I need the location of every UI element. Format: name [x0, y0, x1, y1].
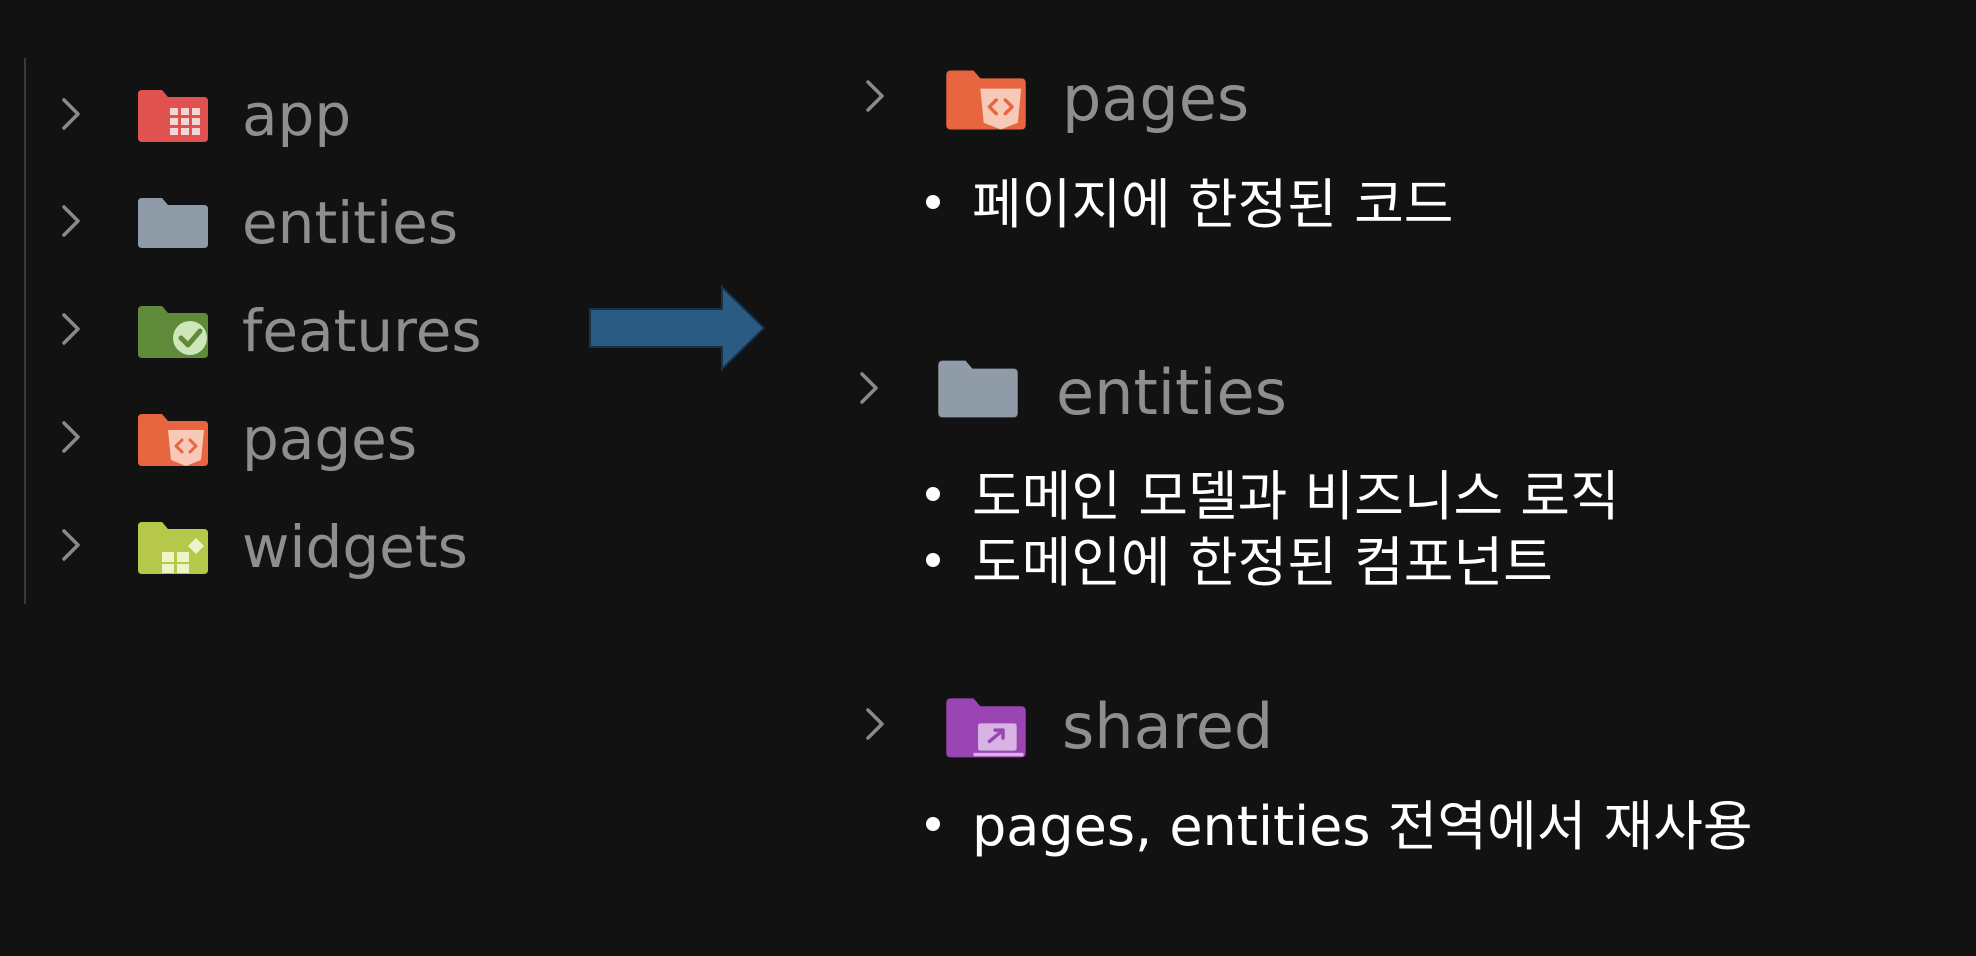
tree-item-features[interactable]: [60, 289, 82, 369]
folder-icon: [936, 358, 1020, 420]
tree-item-label: entities: [242, 189, 459, 257]
list-item: 도메인에 한정된 컴포넌트: [926, 536, 1620, 602]
tree-item-entities[interactable]: [60, 181, 82, 261]
chevron-right-icon[interactable]: [60, 201, 82, 241]
chevron-right-icon[interactable]: [60, 309, 82, 349]
widgets-folder-icon: [136, 520, 210, 576]
section-folder-label: entities: [1056, 356, 1287, 429]
tree-item-widgets[interactable]: [60, 505, 82, 585]
chevron-right-icon[interactable]: [60, 94, 82, 134]
arrow-right-icon: [588, 283, 768, 377]
features-folder-icon: [136, 304, 210, 360]
tree-item-label: features: [242, 297, 482, 365]
tree-item-app[interactable]: [60, 74, 82, 154]
pages-folder-icon: [944, 68, 1028, 132]
folder-icon: [136, 196, 210, 250]
chevron-right-icon[interactable]: [858, 368, 880, 408]
tree-item-pages[interactable]: [60, 397, 82, 477]
bullet-list: 도메인 모델과 비즈니스 로직 도메인에 한정된 컴포넌트: [926, 470, 1620, 602]
list-item: 도메인 모델과 비즈니스 로직: [926, 470, 1620, 536]
section-folder-label: pages: [1062, 62, 1250, 135]
tree-indent-guide: [24, 58, 26, 604]
app-folder-icon: [136, 88, 210, 144]
chevron-right-icon[interactable]: [60, 525, 82, 565]
shared-folder-icon: [944, 696, 1028, 762]
list-item: 페이지에 한정된 코드: [926, 178, 1453, 244]
chevron-right-icon[interactable]: [864, 704, 886, 744]
list-item: pages, entities 전역에서 재사용: [926, 800, 1753, 866]
tree-item-label: widgets: [242, 513, 468, 581]
pages-folder-icon: [136, 412, 210, 468]
tree-item-label: app: [242, 81, 352, 149]
bullet-list: pages, entities 전역에서 재사용: [926, 800, 1753, 866]
tree-item-label: pages: [242, 405, 418, 473]
chevron-right-icon[interactable]: [864, 76, 886, 116]
bullet-list: 페이지에 한정된 코드: [926, 178, 1453, 244]
section-folder-label: shared: [1062, 690, 1274, 763]
chevron-right-icon[interactable]: [60, 417, 82, 457]
